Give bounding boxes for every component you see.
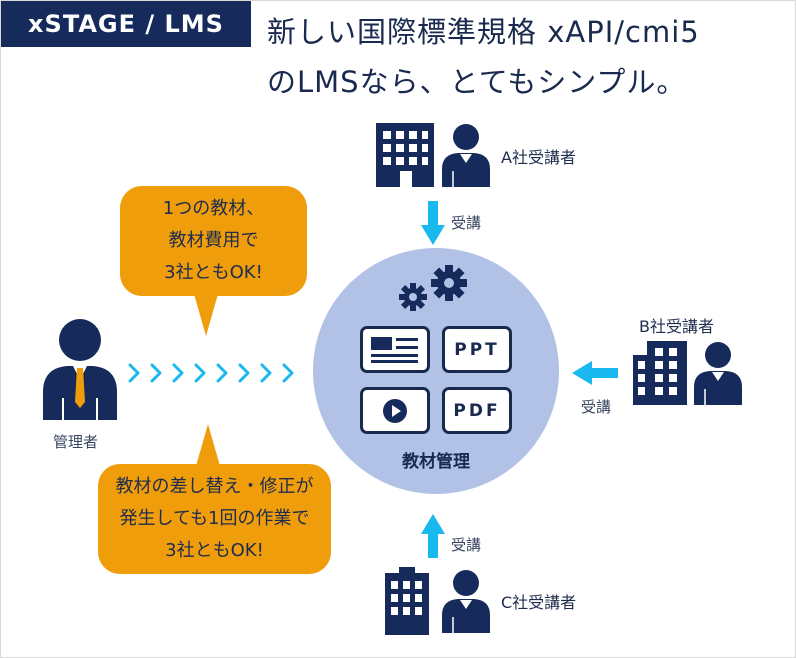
company-a-label: A社受講者 (501, 148, 576, 167)
video-play-icon (383, 398, 407, 423)
bubble-single-material: 1つの教材、 教材費用で 3社ともOK! (120, 186, 307, 296)
bubble-bottom-tail (196, 424, 220, 466)
admin-label: 管理者 (53, 433, 99, 451)
arrow-icon-left (572, 361, 618, 385)
product-badge: xSTAGE / LMS (1, 1, 251, 47)
bubble-top-line-2: 教材費用で (168, 230, 259, 251)
bubble-bottom-line-1: 教材の差し替え・修正が (115, 476, 314, 497)
headline-line-1: 新しい国際標準規格 xAPI/cmi5 (267, 15, 700, 49)
bubble-bottom-line-2: 発生しても1回の作業で (119, 508, 310, 529)
pdf-tile: PDF (442, 387, 512, 434)
arrow-label-b: 受講 (581, 398, 612, 416)
person-icon-c (442, 570, 490, 633)
arrow-icon-up (421, 514, 445, 558)
arrow-label-c: 受講 (451, 536, 482, 554)
bubble-top-line-3: 3社ともOK! (164, 262, 263, 283)
person-icon-b (694, 342, 742, 405)
document-icon (371, 336, 418, 363)
arrow-label-a: 受講 (451, 214, 482, 232)
gear-icon (399, 265, 467, 311)
bubble-top-tail (194, 294, 218, 336)
person-icon-a (442, 124, 490, 187)
document-tile (360, 326, 430, 373)
headline: 新しい国際標準規格 xAPI/cmi5 のLMSなら、とてもシンプル。 (267, 7, 700, 107)
building-icon-a (376, 123, 434, 187)
company-c-label: C社受講者 (501, 593, 577, 612)
bubble-single-update: 教材の差し替え・修正が 発生しても1回の作業で 3社ともOK! (98, 464, 331, 574)
video-tile (360, 387, 430, 434)
admin-person-icon (43, 319, 117, 420)
bubble-top-line-1: 1つの教材、 (162, 198, 265, 219)
building-icon-c (385, 567, 429, 635)
building-icon-b (633, 341, 687, 405)
company-b-label: B社受講者 (639, 317, 714, 336)
material-management-circle (313, 248, 559, 494)
bubble-bottom-line-3: 3社ともOK! (165, 540, 264, 561)
headline-line-2: のLMSなら、とてもシンプル。 (267, 65, 687, 99)
arrow-icon-down (421, 201, 445, 245)
ppt-tile: PPT (442, 326, 512, 373)
material-management-label: 教材管理 (402, 452, 470, 472)
chevron-icon (128, 363, 294, 383)
